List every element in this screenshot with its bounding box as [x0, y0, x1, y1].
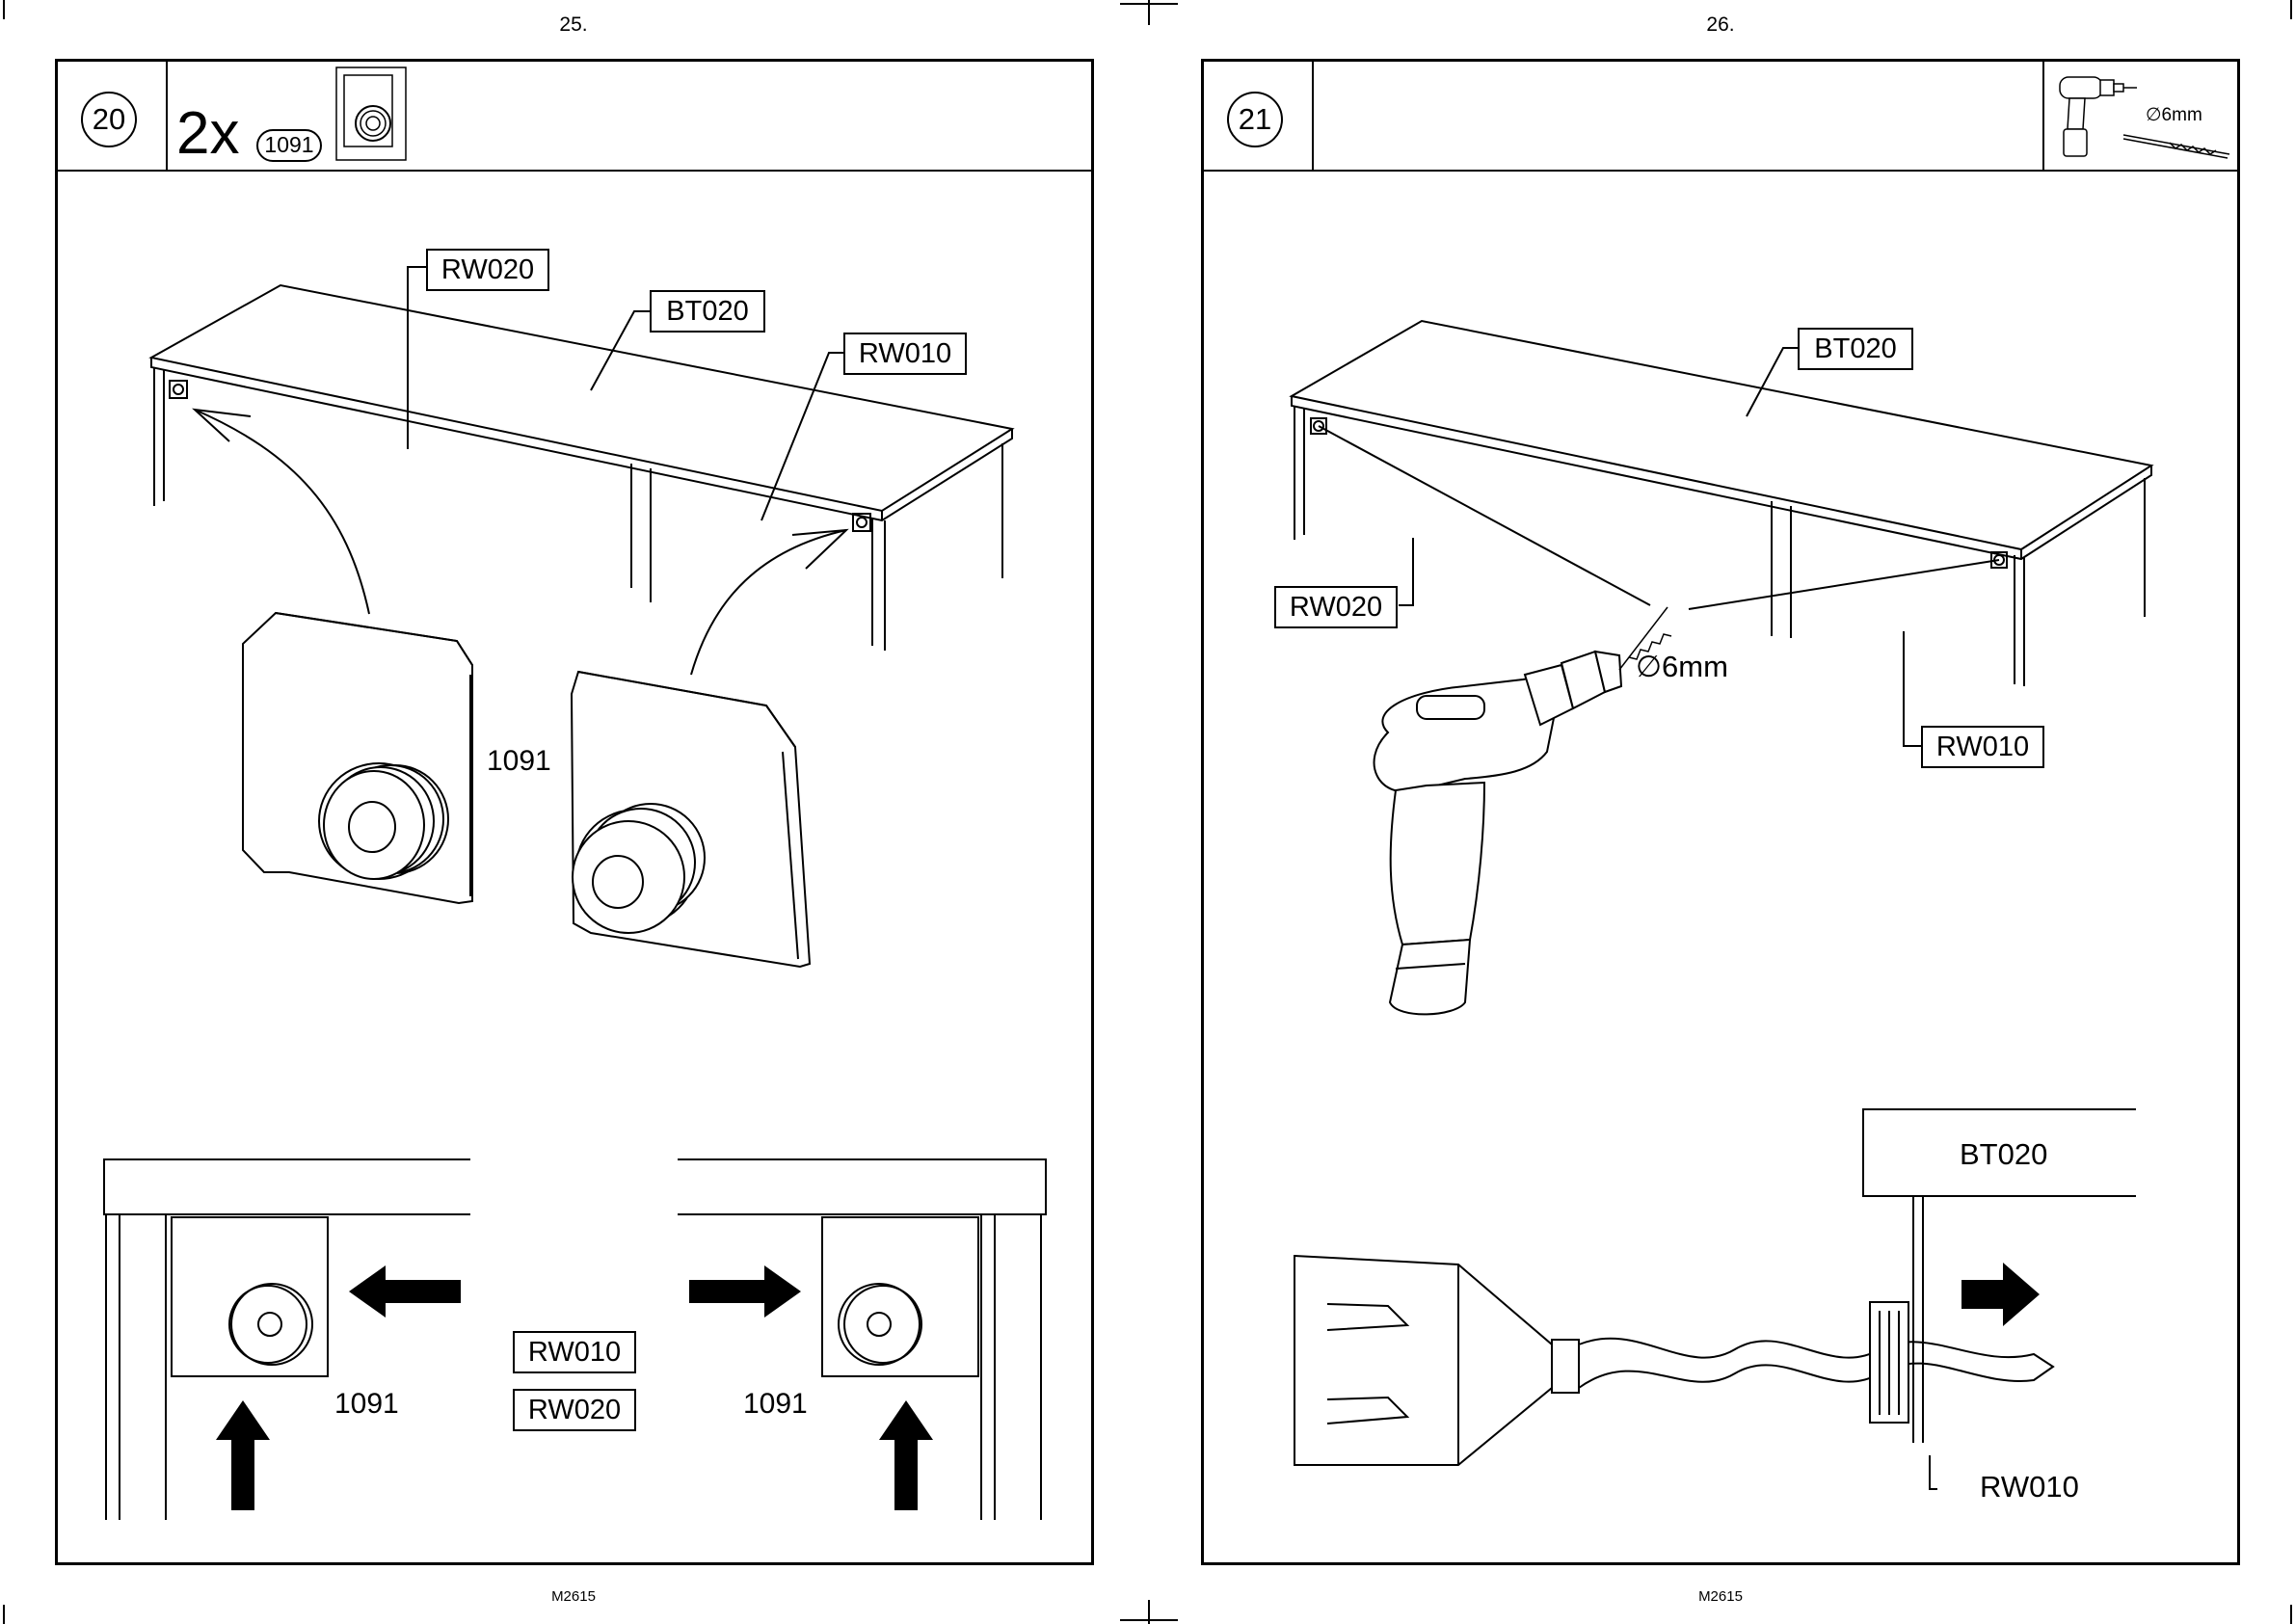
callout-rw020-step21: RW020 [1274, 586, 1398, 628]
callout-bt020-step21: BT020 [1798, 328, 1913, 370]
drill-size-label: ∅6mm [1636, 650, 1728, 684]
detail-rw010-label: RW010 [1980, 1470, 2079, 1504]
detail-bt020-label: BT020 [1960, 1137, 2047, 1172]
callout-rw010-step21: RW010 [1921, 726, 2044, 768]
